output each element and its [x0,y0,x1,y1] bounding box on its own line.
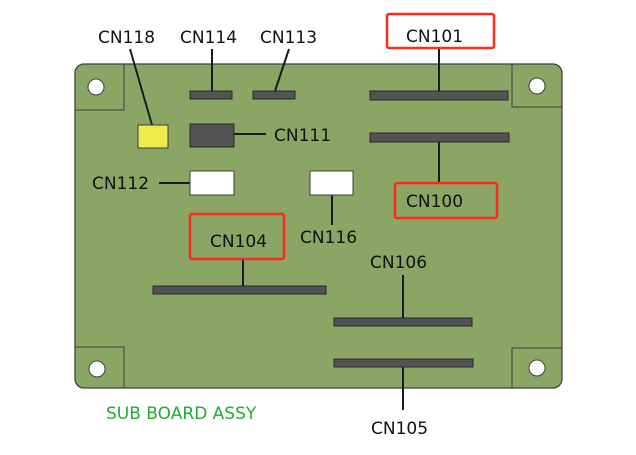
connector-cn113[interactable] [252,90,296,100]
label-cn118: CN118 [98,28,155,48]
highlight-box-cn101 [385,12,496,50]
mounting-hole-bottom-right [511,347,562,388]
highlight-box-cn104 [188,212,286,261]
mounting-hole-top-left [75,64,125,111]
mounting-hole-bottom-left [75,346,125,388]
connector-cn104[interactable] [152,285,327,295]
connector-cn100[interactable] [369,132,510,143]
label-cn101: CN101 [406,27,463,47]
label-cn114: CN114 [180,28,237,48]
connector-cn114[interactable] [189,90,233,100]
label-cn104: CN104 [210,232,267,252]
connector-cn118[interactable] [137,124,169,149]
label-cn105: CN105 [371,419,428,439]
connector-cn112[interactable] [189,170,235,196]
label-cn111: CN111 [274,126,331,146]
connector-cn105[interactable] [333,358,474,368]
connector-cn101[interactable] [369,90,509,101]
mounting-hole-top-right [511,64,562,108]
highlight-box-cn100 [393,181,499,220]
label-cn106: CN106 [370,253,427,273]
label-cn116: CN116 [300,228,357,248]
connector-cn106[interactable] [333,317,473,327]
label-cn112: CN112 [92,174,149,194]
connector-cn111[interactable] [189,123,235,148]
leader-lines [129,48,440,410]
label-cn100: CN100 [406,192,463,212]
board-title: SUB BOARD ASSY [106,404,257,424]
label-cn113: CN113 [260,28,317,48]
connector-cn116[interactable] [309,170,354,196]
